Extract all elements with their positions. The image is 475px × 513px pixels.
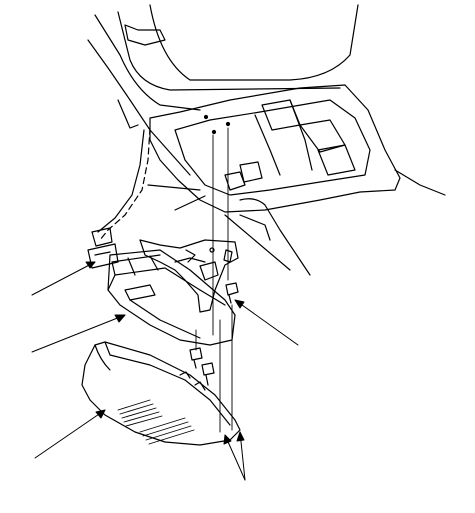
- wire-harness: [97, 127, 151, 241]
- leader-control-unit: [31, 314, 126, 353]
- mounting-bolts: [189, 127, 239, 433]
- control-unit: [107, 249, 236, 346]
- callout-leaders: [31, 261, 299, 481]
- overhead-console-cover: [81, 341, 241, 446]
- mounting-bracket: [139, 239, 239, 313]
- cover-vent-slots: [117, 399, 195, 445]
- leader-bolt-bracket: [234, 299, 299, 346]
- roof-panel: [87, 4, 446, 276]
- leader-cover: [34, 409, 106, 459]
- leader-connector: [31, 261, 96, 296]
